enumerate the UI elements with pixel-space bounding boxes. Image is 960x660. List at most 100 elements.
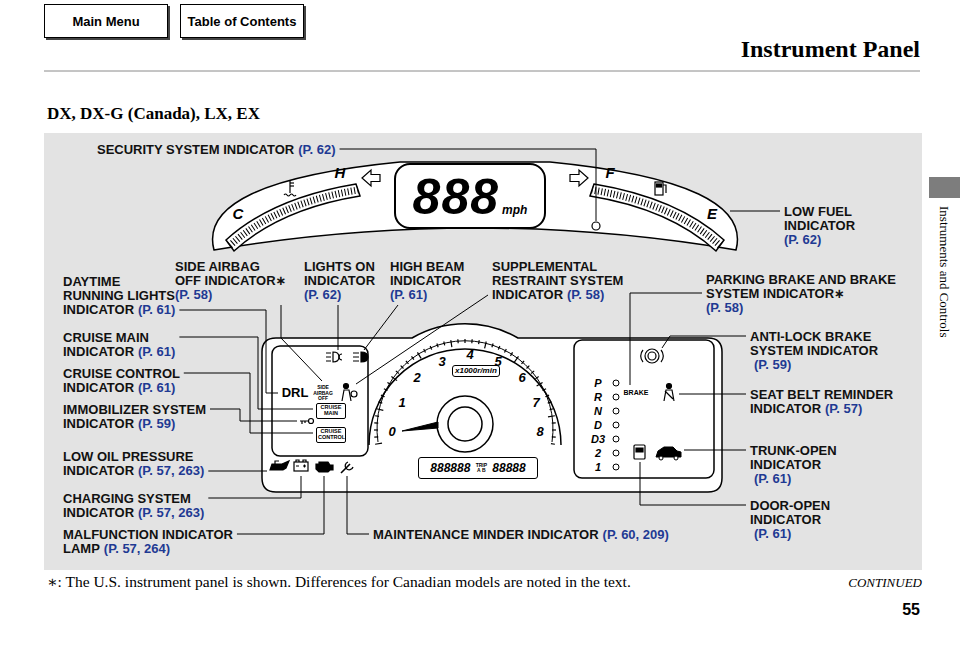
tachometer-ticks-part	[378, 402, 382, 403]
gear-position-lamps-part	[613, 408, 619, 414]
dial-number: 2	[413, 371, 420, 386]
indicator-name: DOOR-OPEN INDICATOR	[750, 498, 830, 527]
tachometer-ticks-part	[457, 339, 459, 343]
callout-label: LOW OIL PRESSURE INDICATOR(P. 57, 263)	[63, 450, 213, 478]
indicator-name: TRUNK-OPEN INDICATOR	[750, 443, 837, 472]
airbag-symbol-part	[342, 390, 351, 401]
callout-label: IMMOBILIZER SYSTEM INDICATOR(P. 59)	[63, 403, 213, 431]
leader-line	[210, 409, 297, 421]
high-beam-symbol-part	[361, 352, 368, 362]
tachometer-ticks-part	[451, 340, 452, 347]
tachometer-ticks-part	[552, 429, 556, 430]
callout-label: MAINTENANCE MINDER INDICATOR(P. 60, 209)	[373, 528, 669, 542]
fuel-pump-symbol-part	[655, 182, 663, 195]
continued-note: CONTINUED	[848, 576, 922, 591]
node-text: Table of Contents	[188, 14, 297, 29]
gear-position-lamps-part	[613, 450, 619, 456]
main-cluster-housing-part	[574, 340, 714, 478]
tachometer-ticks-part	[535, 377, 538, 379]
lights-on-symbol	[326, 352, 342, 362]
indicator-name: LOW FUEL INDICATOR	[784, 204, 855, 233]
page-frame	[44, 71, 960, 570]
tachometer-ticks-part	[384, 389, 388, 391]
upper-gauge-housing-part	[590, 184, 724, 251]
fuel-pump-symbol	[655, 182, 666, 195]
tachometer-ticks-part	[551, 443, 555, 445]
trunk-open-symbol-part	[674, 456, 678, 460]
node-text: CRUISE MAIN	[318, 405, 344, 417]
gear-position-lamps-part	[613, 380, 619, 386]
engine-symbol-part	[316, 462, 333, 472]
page-reference: (P. 62)	[784, 233, 859, 247]
tachometer-ticks	[374, 339, 556, 444]
callout-label: DOOR-OPEN INDICATOR(P. 61)	[750, 499, 843, 541]
fuel-pump-symbol-part	[663, 185, 666, 193]
tachometer-ticks-part	[443, 342, 445, 346]
gauge-letter: C	[233, 205, 244, 222]
dial-number: 4	[466, 348, 473, 363]
node-text: TRIP A B	[474, 463, 488, 473]
gauge-letter: H	[335, 164, 346, 181]
fuel-pump-symbol-part	[657, 184, 662, 187]
callout-label: SUPPLEMENTAL RESTRAINT SYSTEM INDICATOR(…	[492, 260, 640, 302]
indicator-name: PARKING BRAKE AND BRAKE SYSTEM INDICATOR…	[706, 272, 896, 301]
gear-position-lamps-part	[613, 422, 619, 428]
indicator-name: HIGH BEAM INDICATOR	[390, 259, 464, 288]
tachometer-ticks-part	[377, 409, 384, 411]
battery-symbol-part	[296, 460, 306, 468]
gear-position-lamps	[613, 380, 619, 470]
tachometer-ticks-part	[406, 361, 409, 364]
lights-on-symbol-part	[333, 352, 339, 362]
tachometer-ticks-part	[548, 416, 555, 417]
temperature-symbol-part	[290, 185, 294, 186]
upper-gauge-housing-part	[570, 170, 588, 186]
tachometer-ticks-part	[504, 349, 506, 353]
callout-label: LOW FUEL INDICATOR(P. 62)	[784, 205, 859, 247]
main-cluster-housing-part	[262, 324, 722, 492]
speed-display: 888mph	[394, 163, 546, 229]
page-reference: (P. 62)	[304, 288, 380, 302]
leader-line	[640, 462, 746, 505]
callout-label: HIGH BEAM INDICATOR(P. 61)	[390, 260, 470, 302]
tachometer-ticks-part	[396, 371, 399, 374]
low-oil-symbol-part	[275, 461, 279, 464]
callout-label: SIDE AIRBAG OFF INDICATOR∗(P. 58)	[175, 260, 287, 302]
low-oil-symbol-part	[270, 461, 289, 470]
trunk-open-symbol	[656, 447, 681, 460]
indicator-text: SIDE AIRBAG OFF	[312, 385, 334, 402]
tachometer-ticks-part	[417, 352, 421, 358]
node-text: 88888	[492, 461, 525, 475]
abs-symbol-part	[641, 350, 664, 362]
tachometer-ticks-part	[498, 346, 500, 350]
odometer-display: 888888TRIP A B88888	[418, 457, 538, 479]
callout-label: CRUISE MAIN INDICATOR(P. 61)	[63, 331, 183, 359]
door-open-symbol-part	[634, 445, 645, 459]
dial-number: 0	[388, 425, 395, 440]
tachometer-ticks-part	[548, 402, 552, 403]
dial-number: 3	[438, 355, 445, 370]
upper-gauge-housing-part	[592, 222, 600, 230]
immobilizer-key-symbol-part	[300, 421, 309, 424]
leader-line	[662, 336, 746, 348]
nav-button: Table of Contents	[180, 4, 304, 38]
page-frame-part	[929, 177, 960, 198]
callout-label: PARKING BRAKE AND BRAKE SYSTEM INDICATOR…	[706, 273, 896, 315]
dial-number: 7	[532, 396, 539, 411]
battery-symbol	[294, 460, 308, 471]
indicator-name: MAINTENANCE MINDER INDICATOR	[373, 527, 599, 542]
tachometer-ticks-part	[375, 443, 382, 444]
dial-number: 8	[536, 425, 543, 440]
abs-symbol-part	[648, 352, 656, 360]
seat-belt-symbol-part	[667, 384, 672, 389]
upper-gauge-housing	[213, 162, 738, 251]
page-reference: (P. 59)	[138, 417, 175, 431]
gear-letter: P	[594, 377, 601, 390]
footnote: ∗: The U.S. instrument panel is shown. D…	[47, 573, 631, 591]
indicator-name: CRUISE MAIN INDICATOR	[63, 330, 149, 359]
tachometer-ticks-part	[514, 356, 518, 362]
leader-line	[679, 394, 746, 395]
abs-symbol	[641, 349, 664, 363]
maintenance-wrench-symbol	[341, 462, 353, 473]
tachometer-ticks-part	[531, 371, 534, 374]
page-reference: (P. 58)	[567, 288, 604, 302]
